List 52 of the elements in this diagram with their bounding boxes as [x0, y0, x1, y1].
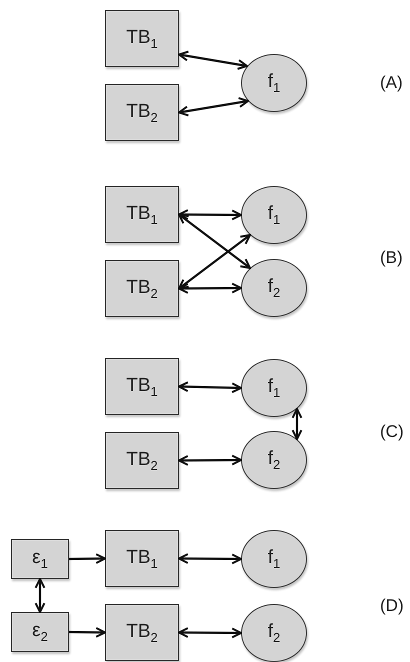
process-box [105, 186, 179, 243]
node-label: f$_{2}$ [268, 449, 280, 471]
arrow [178, 209, 242, 220]
node-label: TB$_{1}$ [126, 376, 158, 398]
arrow [178, 214, 251, 269]
arrow [178, 234, 251, 290]
process-box [105, 358, 179, 415]
node-label: TB$_{1}$ [126, 204, 158, 226]
node-label: TB$_{2}$ [126, 450, 158, 472]
process-box [105, 432, 179, 489]
process-box [105, 530, 179, 587]
arrow [68, 627, 106, 638]
arrow [178, 282, 242, 294]
arrow [178, 381, 242, 394]
node-label: TB$_{1}$ [126, 548, 158, 570]
node-label: f$_{2}$ [268, 277, 280, 299]
node-label: f$_{1}$ [268, 72, 280, 94]
process-box [105, 604, 179, 661]
process-box [105, 10, 179, 67]
node-label: TB$_{2}$ [126, 622, 158, 644]
node-label: f$_{1}$ [268, 377, 280, 399]
node-label: f$_{1}$ [268, 204, 280, 226]
arrow [34, 578, 46, 613]
node-label: ε$_{1}$ [32, 548, 48, 570]
arrow [178, 627, 242, 638]
panel-label: (C) [380, 422, 404, 442]
process-box [11, 612, 69, 652]
node-label: TB$_{1}$ [126, 28, 158, 50]
node-label: ε$_{2}$ [32, 621, 48, 643]
node-label: f$_{2}$ [268, 622, 280, 644]
ellipse-node [241, 259, 307, 317]
arrow [178, 454, 242, 466]
ellipse-node [241, 431, 307, 489]
panel-label: (D) [380, 596, 404, 616]
arrow [178, 50, 248, 70]
arrow [68, 553, 106, 564]
panel-label: (B) [380, 248, 403, 268]
arrow [292, 408, 302, 440]
ellipse-node [241, 54, 307, 112]
process-box [11, 539, 69, 579]
ellipse-node [241, 186, 307, 244]
node-label: TB$_{2}$ [126, 278, 158, 300]
node-label: f$_{1}$ [268, 548, 280, 570]
panel-label: (A) [380, 73, 403, 93]
arrow [178, 97, 249, 116]
process-box [105, 84, 179, 141]
arrow [178, 553, 242, 564]
process-box [105, 260, 179, 317]
ellipse-node [241, 530, 307, 588]
node-label: TB$_{2}$ [126, 102, 158, 124]
ellipse-node [241, 359, 307, 417]
ellipse-node [241, 604, 307, 662]
